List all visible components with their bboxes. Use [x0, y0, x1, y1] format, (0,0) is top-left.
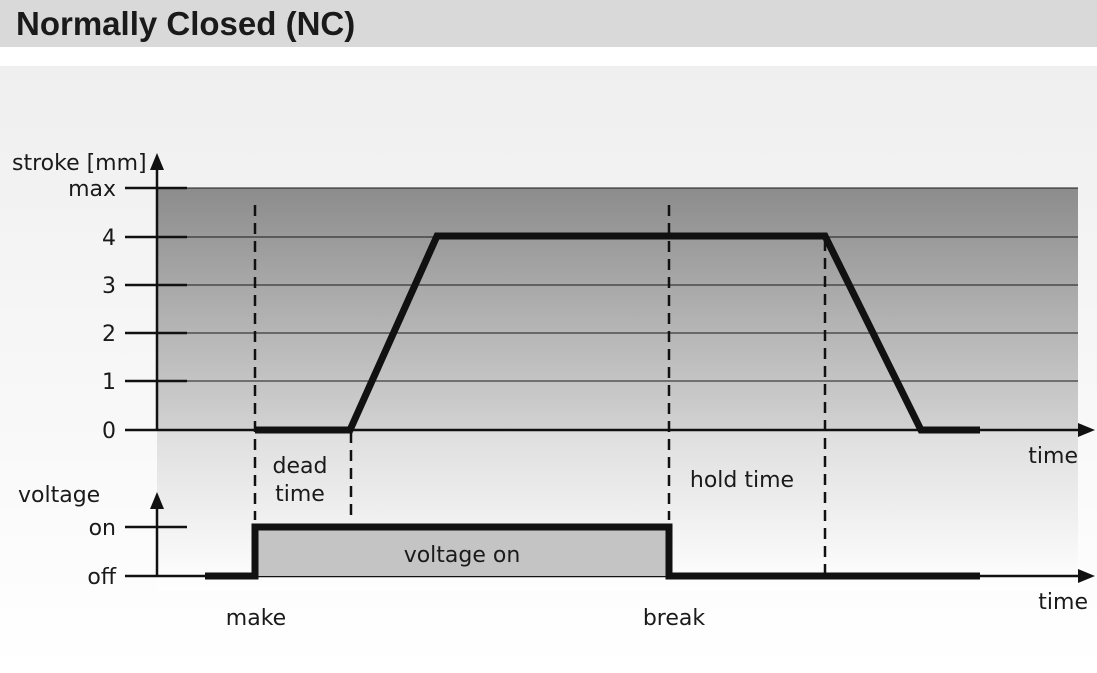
tick-label-3: 3	[102, 274, 116, 299]
header-bar: Normally Closed (NC)	[0, 0, 1097, 47]
voltage-on-label: voltage on	[404, 543, 521, 568]
dead-time-label-line1: dead	[273, 454, 328, 479]
tick-label-2: 2	[102, 322, 116, 347]
voltage-time-label: time	[1038, 590, 1088, 615]
voltage-x-arrow-icon	[1078, 569, 1095, 583]
voltage-trace	[205, 523, 980, 580]
stroke-ticks	[125, 186, 187, 383]
dead-time-label-line2: time	[275, 482, 325, 507]
tick-label-4: 4	[102, 226, 116, 251]
tick-label-0: 0	[102, 419, 116, 444]
stroke-y-arrow-icon	[150, 153, 164, 170]
break-label: break	[643, 606, 706, 631]
tick-label-off: off	[87, 565, 116, 590]
voltage-on-region	[255, 527, 669, 576]
voltage-axis-label: voltage	[18, 483, 100, 508]
stroke-band	[157, 188, 1078, 430]
hold-time-label: hold time	[690, 468, 794, 493]
dashed-markers	[253, 205, 827, 575]
voltage-y-arrow-icon	[150, 492, 164, 509]
tick-label-1: 1	[102, 370, 116, 395]
page-title: Normally Closed (NC)	[16, 5, 356, 42]
stroke-time-label: time	[1028, 444, 1078, 469]
tick-label-max: max	[68, 177, 116, 202]
tick-label-on: on	[89, 516, 116, 541]
stroke-trace	[255, 232, 980, 434]
stroke-x-arrow-icon	[1078, 423, 1095, 437]
stroke-axis-label: stroke [mm]	[12, 151, 147, 176]
make-label: make	[226, 606, 286, 631]
